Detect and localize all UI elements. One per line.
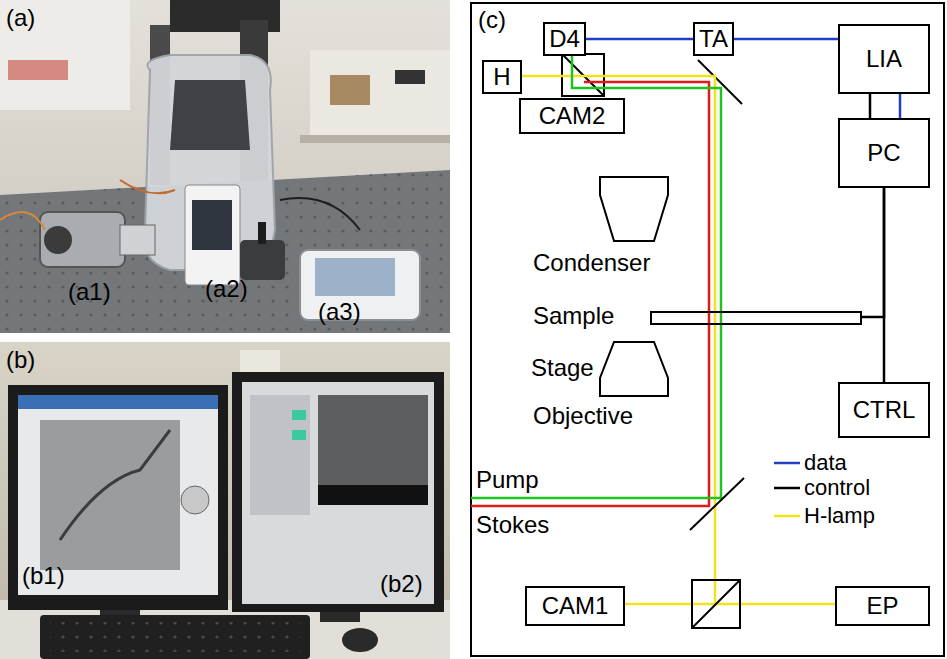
- computer-photo: [0, 342, 450, 659]
- callout-label: (b1): [22, 562, 65, 590]
- node-label: CTRL: [853, 396, 916, 424]
- controller-box: CTRL: [838, 382, 930, 438]
- condenser-shape: [598, 175, 670, 245]
- beam-label: Pump: [476, 466, 539, 494]
- node-label: D4: [549, 25, 580, 53]
- legend-line: [774, 462, 800, 465]
- node-label: EP: [866, 592, 898, 620]
- slide-shape: [650, 311, 862, 325]
- pump-beam: [471, 52, 721, 498]
- callout-label: (a3): [318, 298, 361, 326]
- node-label: Sample: [533, 302, 614, 330]
- computer-box: PC: [838, 118, 930, 188]
- eyepiece-box: EP: [835, 586, 930, 626]
- data-line: [899, 94, 902, 118]
- control-line: [862, 188, 884, 317]
- lock-in-box: LIA: [838, 24, 930, 94]
- stokes-beam: [471, 82, 709, 506]
- node-label: LIA: [866, 45, 902, 73]
- panel-frame: [471, 3, 944, 656]
- data-line: [734, 38, 838, 41]
- data-line: [586, 38, 693, 41]
- legend-label: data: [804, 451, 847, 475]
- amplifier-box: TA: [693, 22, 734, 56]
- legend-line: [774, 487, 800, 490]
- lab-photo: [0, 0, 450, 333]
- h-lamp-beam: [522, 76, 715, 604]
- callout-label: (a2): [205, 275, 248, 303]
- legend-label: control: [804, 476, 870, 500]
- legend-label: H-lamp: [804, 504, 875, 528]
- h-lamp-beam: [625, 603, 835, 606]
- callout-label: (a1): [68, 278, 111, 306]
- node-label: H: [493, 63, 510, 91]
- node-label: TA: [699, 25, 728, 53]
- node-label: CAM1: [542, 592, 609, 620]
- camera-box: CAM2: [519, 98, 625, 134]
- objective-shape: [598, 340, 670, 398]
- detector-box: D4: [543, 22, 586, 56]
- condenser-lens: Condenser: [530, 175, 672, 281]
- node-label: PC: [867, 139, 900, 167]
- node-label: CAM2: [539, 102, 606, 130]
- panel-label: (b): [6, 346, 35, 374]
- lamp-box: H: [482, 60, 522, 94]
- callout-label: (b2): [380, 570, 423, 598]
- camera-box: CAM1: [525, 586, 625, 626]
- control-line: [883, 188, 886, 382]
- panel-label: (a): [6, 4, 35, 32]
- part-label: Stage: [531, 354, 594, 382]
- legend-line: [774, 515, 800, 518]
- sample-slide: Sample: [530, 300, 862, 334]
- beam-splitter: [692, 580, 740, 628]
- node-label: Objective: [533, 402, 633, 430]
- control-line: [869, 94, 872, 118]
- node-label: Condenser: [533, 249, 650, 277]
- mirror: [690, 478, 744, 530]
- beam-label: Stokes: [476, 511, 549, 539]
- panel-label: (c): [478, 6, 506, 34]
